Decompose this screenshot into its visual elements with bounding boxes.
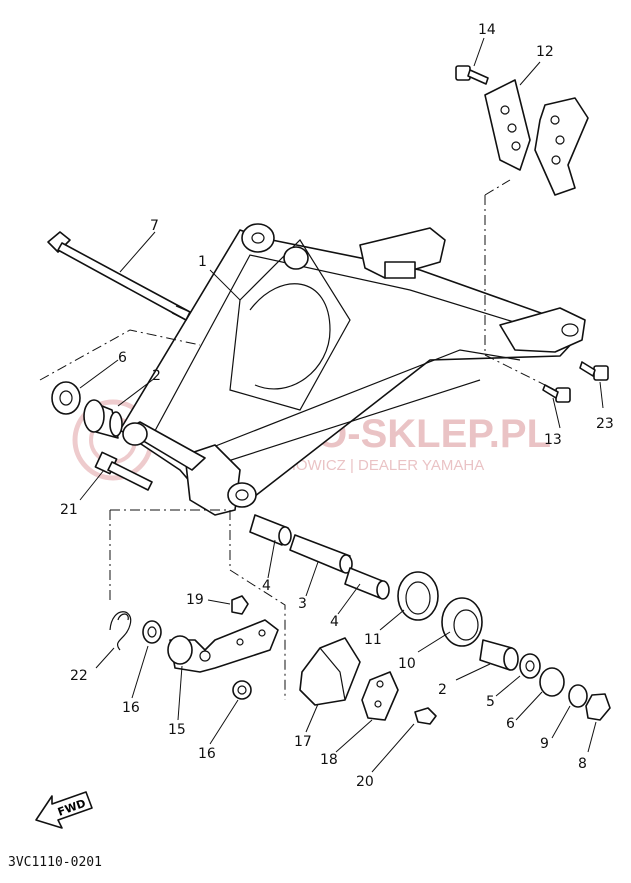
callout-16b: 16 (198, 746, 216, 762)
callout-15: 15 (168, 722, 186, 738)
left-bushing-stack (51, 381, 123, 439)
callout-22: 22 (70, 668, 88, 684)
callout-4: 4 (262, 578, 271, 594)
callout-21: 21 (60, 502, 78, 518)
callout-1: 1 (198, 254, 207, 270)
callout-12: 12 (536, 44, 554, 60)
center-bushing-row (249, 514, 611, 721)
fwd-arrow: FWD (35, 791, 93, 829)
callout-7: 7 (150, 218, 159, 234)
callout-6b: 6 (506, 716, 515, 732)
callout-11: 11 (364, 632, 382, 648)
callout-9: 9 (540, 736, 549, 752)
callout-6: 6 (118, 350, 127, 366)
callout-5: 5 (486, 694, 495, 710)
bracket-assembly (455, 65, 589, 196)
callout-20: 20 (356, 774, 374, 790)
bolts-13-23 (542, 361, 609, 403)
callout-16: 16 (122, 700, 140, 716)
callout-13: 13 (544, 432, 562, 448)
callout-4b: 4 (330, 614, 339, 630)
swingarm-frame (119, 223, 586, 516)
callout-10: 10 (398, 656, 416, 672)
callout-numbers: 1 2 3 4 4 5 6 6 7 8 9 10 11 12 13 14 15 … (60, 22, 614, 790)
callout-17: 17 (294, 734, 312, 750)
leader-lines (79, 37, 604, 773)
callout-3: 3 (298, 596, 307, 612)
watermark-subtitle: PIECHOWICZ | DEALER YAMAHA (250, 457, 484, 474)
callout-14: 14 (478, 22, 496, 38)
pivot-shaft (47, 231, 191, 321)
callout-2b: 2 (438, 682, 447, 698)
diagram-code: 3VC1110-0201 (8, 855, 102, 870)
callout-19: 19 (186, 592, 204, 608)
alignment-lines (39, 179, 556, 700)
bolt-21 (94, 451, 153, 491)
callout-8: 8 (578, 756, 587, 772)
callout-23: 23 (596, 416, 614, 432)
callout-18: 18 (320, 752, 338, 768)
callout-2: 2 (152, 368, 161, 384)
lower-components (109, 595, 437, 725)
